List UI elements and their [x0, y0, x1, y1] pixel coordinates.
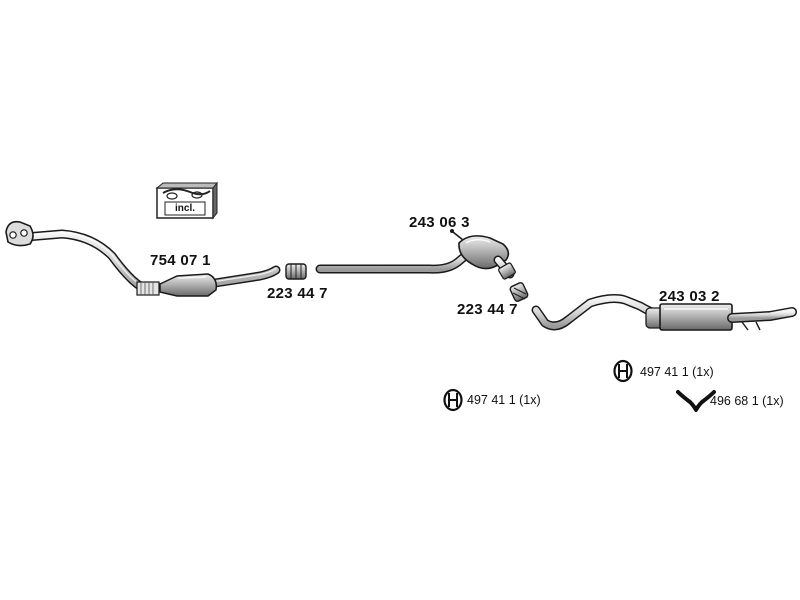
incl-badge-label: incl. — [175, 203, 196, 214]
part-number-centre-silencer: 243 06 3 — [409, 214, 470, 231]
rear-silencer-part — [531, 294, 797, 331]
part-number-clamp-1: 223 44 7 — [267, 285, 328, 302]
clamp-2-part — [509, 282, 529, 302]
hanger-icon — [676, 390, 716, 412]
centre-silencer-part — [315, 229, 516, 280]
front-pipe-part — [5, 220, 281, 297]
part-number-clamp-2: 223 44 7 — [457, 301, 518, 318]
part-number-rear-silencer: 243 03 2 — [659, 288, 720, 305]
accessory-hanger-label: 496 68 1 (1x) — [710, 394, 784, 408]
accessory-mount-left-label: 497 41 1 (1x) — [467, 393, 541, 407]
rubber-mount-icon — [443, 388, 463, 412]
hardware-kit-icon — [155, 181, 219, 220]
accessory-mount-right-label: 497 41 1 (1x) — [640, 365, 714, 379]
clamp-1-part — [285, 263, 307, 280]
part-number-front-pipe: 754 07 1 — [150, 252, 211, 269]
rubber-mount-icon — [613, 359, 633, 383]
